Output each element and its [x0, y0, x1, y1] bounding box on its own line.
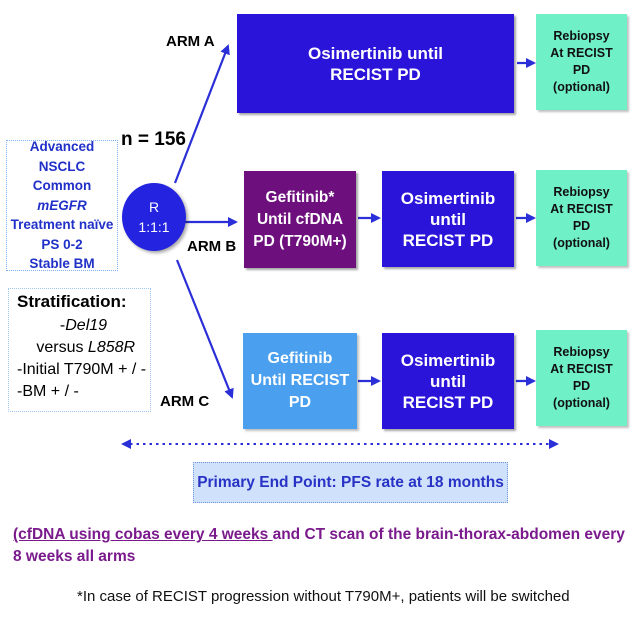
population-line-4: PS 0-2	[41, 236, 83, 252]
footnote-rest: and CT scan of the brain-thorax-abdomen …	[13, 526, 625, 565]
arm-c-gef-line-2: Until RECIST	[250, 372, 350, 389]
arm-b-label: ARM B	[187, 238, 237, 255]
arm-b-gef-line-3: PD (T790M+)	[253, 232, 347, 250]
switch-note: *In case of RECIST progression without T…	[77, 588, 570, 605]
randomization-circle: R 1:1:1	[122, 183, 186, 251]
arm-a-label: ARM A	[166, 33, 215, 50]
arm-c-label: ARM C	[160, 393, 210, 410]
arm-c-gef-line-1: Gefitinib	[267, 350, 333, 367]
rebiopsy-line-3: PD	[572, 219, 591, 233]
population-mutation-italic: mEGFR	[37, 197, 87, 213]
timeline-left-head	[121, 439, 131, 449]
rebiopsy-line-1: Rebiopsy	[553, 185, 610, 199]
stratification-item-1: -Del19 versus L858R	[31, 317, 136, 356]
arm-a-osimertinib-box: Osimertinib until RECIST PD	[237, 14, 514, 113]
randomization-ratio: 1:1:1	[138, 219, 170, 235]
arm-b-gef-line-2: Until cfDNA	[256, 210, 344, 228]
arm-c-osi-line-2: RECIST PD	[402, 392, 494, 412]
arm-b-gef-line-1: Gefitinib*	[265, 188, 335, 206]
arm-c-rebiopsy-box: Rebiopsy At RECIST PD (optional)	[536, 330, 627, 426]
arm-b-gefitinib-box: Gefitinib* Until cfDNA PD (T790M+)	[244, 171, 356, 268]
rebiopsy-line-4: (optional)	[553, 236, 610, 250]
l858r-italic: L858R	[87, 339, 136, 356]
arm-c-osi-line-1: Osimertinib until	[400, 350, 496, 391]
arrow-to-arm-a	[173, 44, 230, 184]
sample-size-label: n = 156	[121, 129, 186, 150]
population-line-5: Stable BM	[29, 256, 95, 272]
rebiopsy-line-4: (optional)	[553, 80, 610, 94]
rebiopsy-line-3: PD	[572, 63, 591, 77]
rebiopsy-line-2: At RECIST	[550, 362, 613, 376]
primary-endpoint-text: Primary End Point: PFS rate at 18 months	[197, 473, 504, 491]
rebiopsy-line-3: PD	[572, 379, 591, 393]
stratification-item-2: -Initial T790M + / -	[17, 361, 147, 378]
stratification-item-3: -BM + / -	[17, 383, 79, 400]
population-box: Advanced NSCLC Common mEGFR Treatment na…	[6, 139, 118, 272]
arm-a-box-line-2: RECIST PD	[330, 64, 421, 84]
arm-b-osimertinib-box: Osimertinib until RECIST PD	[382, 171, 514, 267]
arm-c-osimertinib-box: Osimertinib until RECIST PD	[382, 333, 514, 429]
arm-b-osi-line-1: Osimertinib until	[400, 188, 496, 229]
arm-b-rebiopsy-box: Rebiopsy At RECIST PD (optional)	[536, 170, 627, 266]
rebiopsy-line-2: At RECIST	[550, 46, 613, 60]
arm-c-gefitinib-box: Gefitinib Until RECIST PD	[243, 333, 357, 429]
arm-c-gef-line-3: PD	[288, 394, 312, 411]
rebiopsy-line-1: Rebiopsy	[553, 29, 610, 43]
rebiopsy-line-2: At RECIST	[550, 202, 613, 216]
stratification-title: Stratification:	[17, 292, 127, 311]
population-line-2: Common mEGFR	[32, 178, 92, 213]
population-line-3: Treatment naïve	[10, 217, 114, 233]
footnote: (cfDNA using cobas every 4 weeks and CT …	[13, 524, 625, 568]
arm-a-box-line-1: Osimertinib until	[307, 43, 444, 63]
stratification-box: Stratification: -Del19 versus L858R -Ini…	[8, 288, 151, 412]
primary-endpoint-banner: Primary End Point: PFS rate at 18 months	[193, 462, 508, 503]
arm-b-osi-line-2: RECIST PD	[402, 230, 494, 250]
del19-italic: Del19	[65, 317, 108, 334]
arm-a-rebiopsy-box: Rebiopsy At RECIST PD (optional)	[536, 14, 627, 110]
arrow-to-arm-c	[175, 259, 234, 399]
rebiopsy-line-4: (optional)	[553, 396, 610, 410]
timeline-right-head	[549, 439, 559, 449]
rebiopsy-line-1: Rebiopsy	[553, 345, 610, 359]
randomization-letter: R	[148, 199, 160, 215]
footnote-underlined: (cfDNA using cobas every 4 weeks	[13, 526, 273, 543]
population-line-1: Advanced NSCLC	[29, 139, 95, 174]
